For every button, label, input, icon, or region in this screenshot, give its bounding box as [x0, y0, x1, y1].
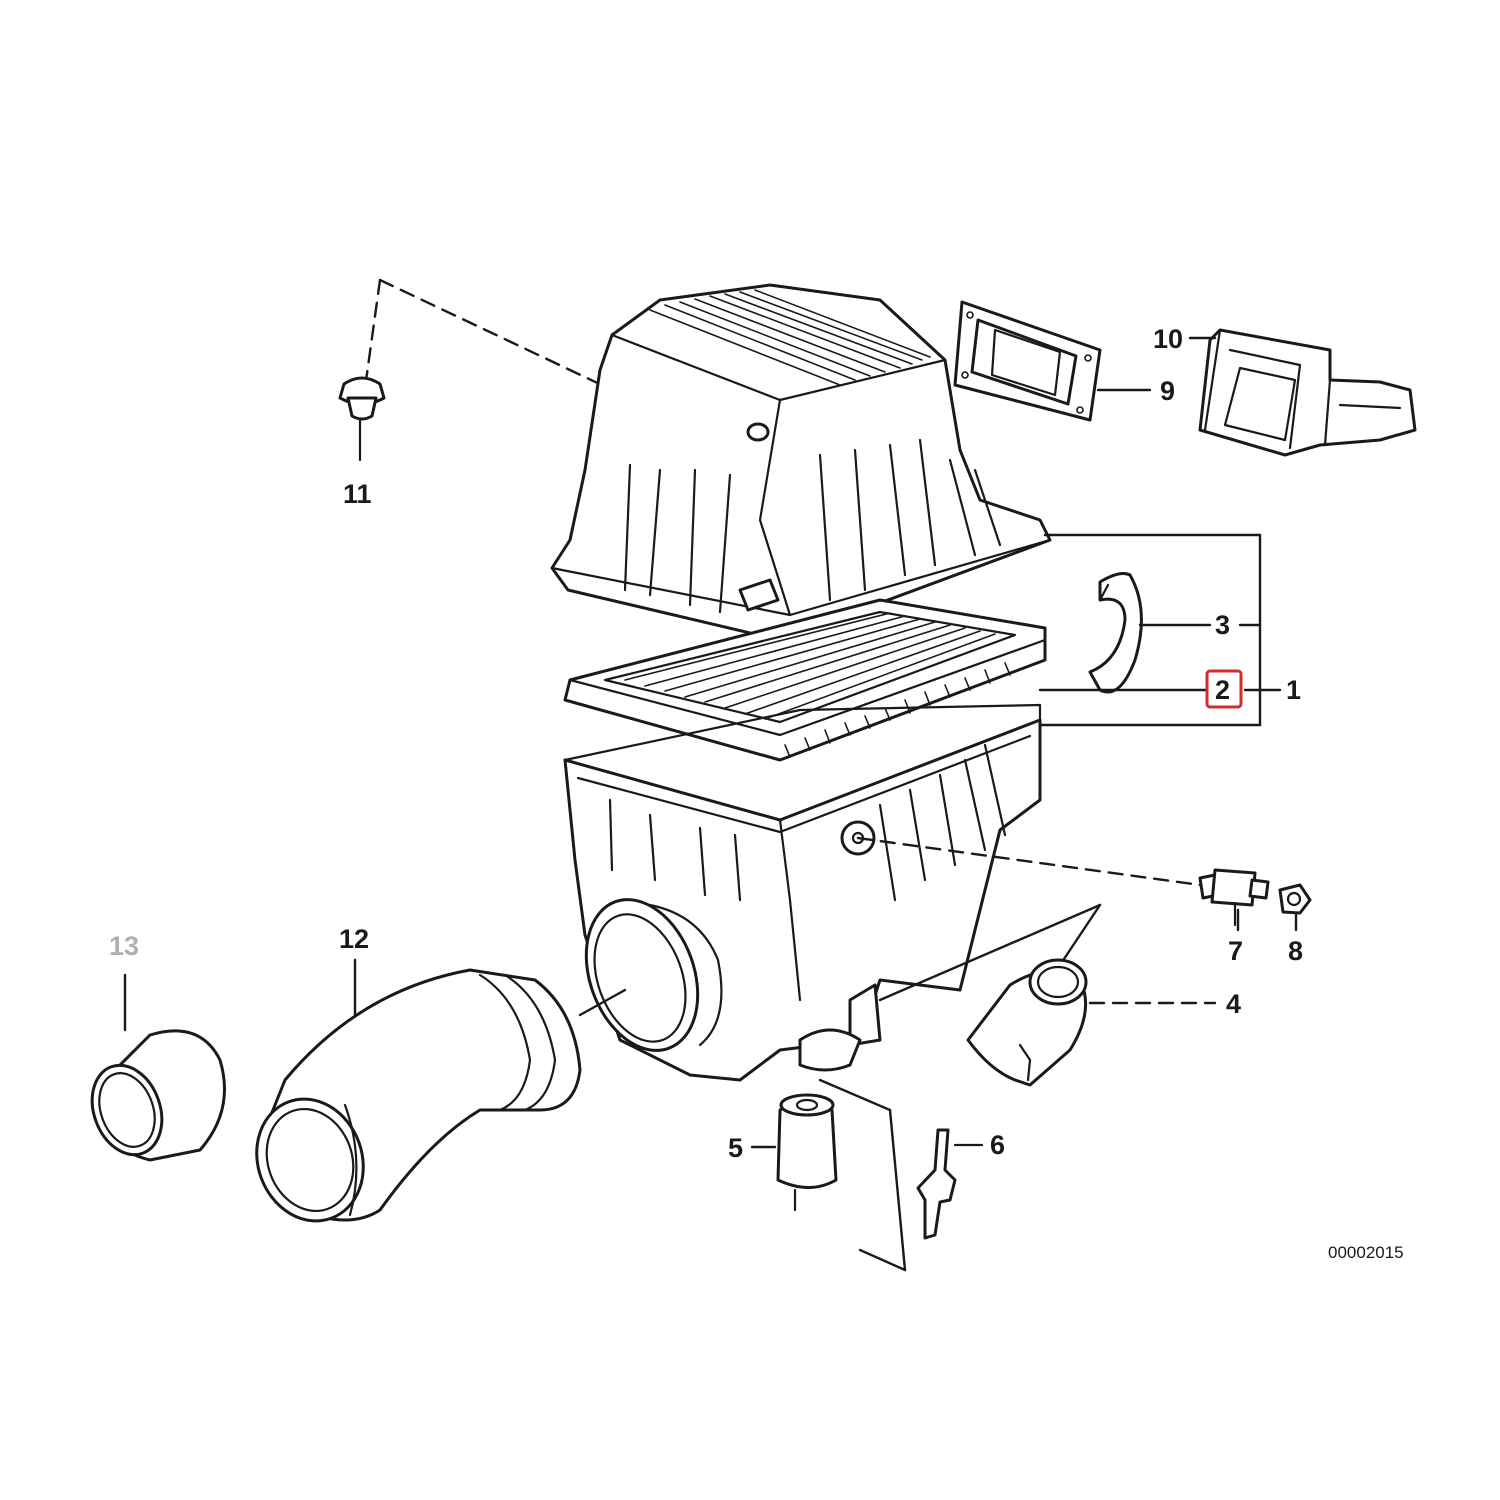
- callout-label-4[interactable]: 4: [1226, 989, 1241, 1019]
- part-11-clip[interactable]: [338, 278, 762, 462]
- part-2-air-filter[interactable]: [563, 598, 1047, 762]
- part-2-highlight-box: [1205, 669, 1243, 709]
- callout-label-1[interactable]: 1: [1286, 675, 1301, 705]
- part-9-gasket[interactable]: [953, 300, 1152, 422]
- housing-inlet-neck: [584, 898, 723, 1052]
- callout-label-2[interactable]: 2: [1215, 675, 1230, 705]
- callout-label-8[interactable]: 8: [1288, 936, 1303, 966]
- leader-lines-1-2-3: [1038, 533, 1282, 727]
- part-12-intake-hose[interactable]: [240, 958, 627, 1236]
- part-6-bolt[interactable]: [916, 1128, 984, 1240]
- callout-label-10[interactable]: 10: [1153, 324, 1183, 354]
- part-13-sleeve[interactable]: [80, 973, 226, 1165]
- drawing-number: 00002015: [1328, 1243, 1404, 1262]
- callout-label-7[interactable]: 7: [1228, 936, 1243, 966]
- callout-label-6[interactable]: 6: [990, 1130, 1005, 1160]
- callout-label-9[interactable]: 9: [1160, 376, 1175, 406]
- part-3-bracket[interactable]: [1088, 572, 1212, 694]
- part-7-sensor[interactable]: [856, 836, 1270, 932]
- callout-label-12[interactable]: 12: [339, 924, 369, 954]
- callout-label-3[interactable]: 3: [1215, 610, 1230, 640]
- part-5-rubber-mount[interactable]: [750, 1078, 907, 1272]
- callout-label-13[interactable]: 13: [109, 931, 139, 961]
- part-8-nut[interactable]: [1278, 883, 1312, 932]
- callout-label-11[interactable]: 11: [343, 479, 372, 509]
- part-10-intake-duct[interactable]: [1188, 328, 1417, 457]
- upper-housing[interactable]: [550, 283, 1052, 642]
- callout-label-5[interactable]: 5: [728, 1133, 743, 1163]
- part-4-sleeve[interactable]: [878, 903, 1217, 1087]
